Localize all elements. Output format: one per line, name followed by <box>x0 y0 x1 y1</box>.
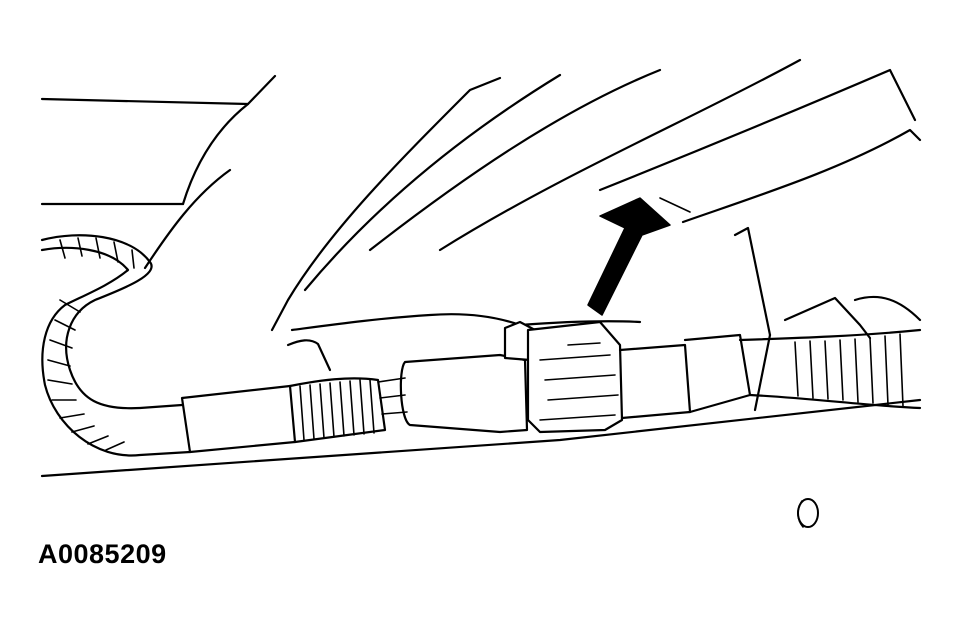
electrical-connector <box>377 320 692 434</box>
body-panel-linework <box>40 58 922 478</box>
wiring-harness-left <box>40 234 387 457</box>
figure-id-label: A0085209 <box>38 539 167 569</box>
pointer-arrow <box>587 197 671 316</box>
view-indicator-mark <box>797 498 819 528</box>
wiring-harness-right <box>683 295 922 414</box>
